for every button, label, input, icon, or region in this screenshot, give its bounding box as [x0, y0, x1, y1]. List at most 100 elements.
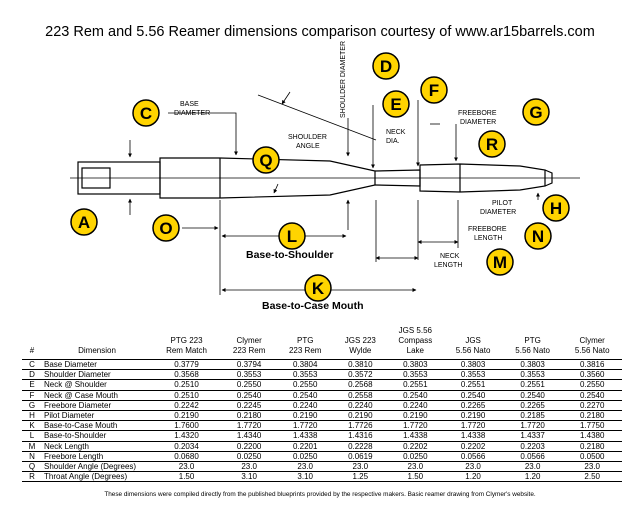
row-value: 1.7750 [562, 420, 622, 432]
row-value: 0.2242 [152, 400, 222, 412]
row-value: 1.4337 [502, 430, 563, 442]
shoulder-angle-label-2: ANGLE [296, 143, 320, 150]
row-value: 0.2190 [387, 410, 444, 422]
neck-dia-label-2: DIA. [386, 138, 400, 145]
row-value: 1.4380 [562, 430, 622, 442]
svg-text:K: K [312, 279, 325, 298]
row-value: 23.0 [277, 461, 334, 473]
neck-length-label-1: NECK [440, 253, 460, 260]
row-value: 0.2551 [443, 379, 503, 391]
row-value: 0.3568 [152, 369, 222, 381]
row-value: 1.7600 [152, 420, 222, 432]
row-value: 0.3794 [221, 358, 278, 371]
neck-length-label-2: LENGTH [434, 262, 462, 269]
bubble-f: F [420, 76, 448, 104]
row-value: 0.2201 [277, 441, 334, 452]
row-value: 0.2550 [221, 379, 278, 391]
column-header-line-2: 5.56 Nato [574, 346, 610, 355]
row-value: 0.3553 [443, 369, 503, 381]
row-value: 1.20 [443, 471, 503, 483]
svg-text:Q: Q [259, 151, 272, 170]
column-header: Dimension [42, 326, 152, 360]
row-dimension: Shoulder Angle (Degrees) [42, 461, 152, 473]
row-value: 0.3553 [221, 369, 278, 381]
row-value: 3.10 [277, 471, 334, 483]
row-value: 23.0 [443, 461, 503, 473]
row-value: 1.7720 [387, 420, 444, 432]
row-value: 0.0566 [502, 451, 563, 463]
row-value: 0.2190 [333, 410, 388, 422]
pilot-diameter-label-1: PILOT [492, 200, 513, 207]
svg-text:D: D [380, 57, 392, 76]
shoulder-angle-label-1: SHOULDER [288, 134, 327, 141]
row-value: 0.2200 [221, 441, 278, 452]
row-letter: Q [22, 461, 42, 473]
svg-text:E: E [390, 95, 401, 114]
row-value: 0.0566 [443, 451, 503, 463]
row-value: 23.0 [333, 461, 388, 473]
row-value: 0.2190 [152, 410, 222, 422]
row-letter: D [22, 369, 42, 381]
row-value: 0.0619 [333, 451, 388, 463]
row-value: 0.0250 [277, 451, 334, 463]
row-value: 0.3803 [443, 358, 503, 371]
row-value: 0.2228 [333, 441, 388, 452]
row-value: 0.3810 [333, 358, 388, 371]
row-dimension: Neck Length [42, 441, 152, 452]
bubble-l: L [278, 222, 306, 250]
row-value: 1.50 [152, 471, 222, 483]
row-letter: N [22, 451, 42, 463]
row-value: 0.3804 [277, 358, 334, 371]
row-value: 0.2270 [562, 400, 622, 412]
freebore-diameter-label-1: FREEBORE [458, 110, 497, 117]
row-letter: C [22, 358, 42, 371]
row-value: 0.2180 [221, 410, 278, 422]
row-value: 1.25 [333, 471, 388, 483]
row-dimension: Shoulder Diameter [42, 369, 152, 381]
row-letter: K [22, 420, 42, 432]
svg-text:H: H [550, 199, 562, 218]
row-value: 1.4316 [333, 430, 388, 442]
row-value: 0.3560 [562, 369, 622, 381]
svg-text:L: L [287, 227, 297, 246]
svg-text:R: R [486, 135, 498, 154]
row-dimension: Base-to-Case Mouth [42, 420, 152, 432]
bubble-n: N [524, 222, 552, 250]
row-letter: G [22, 400, 42, 412]
bubble-a: A [70, 208, 98, 236]
row-value: 1.4338 [387, 430, 444, 442]
row-value: 0.2240 [387, 400, 444, 412]
row-dimension: Throat Angle (Degrees) [42, 471, 152, 483]
row-value: 0.0250 [387, 451, 444, 463]
row-value: 0.0680 [152, 451, 222, 463]
row-value: 2.50 [562, 471, 622, 483]
row-value: 0.2550 [277, 379, 334, 391]
bubble-e: E [382, 90, 410, 118]
svg-text:N: N [532, 227, 544, 246]
row-value: 23.0 [387, 461, 444, 473]
diagram-labels: BASE DIAMETER SHOULDER DIAMETER SHOULDER… [174, 41, 516, 312]
row-letter: F [22, 390, 42, 401]
row-dimension: Freebore Diameter [42, 400, 152, 412]
row-value: 0.3803 [387, 358, 444, 371]
row-value: 0.3572 [333, 369, 388, 381]
column-header-line-2: Wylde [349, 346, 372, 355]
row-dimension: Neck @ Case Mouth [42, 390, 152, 401]
column-header-line-1: PTG 223 [170, 336, 203, 345]
row-value: 1.7720 [443, 420, 503, 432]
row-value: 23.0 [502, 461, 563, 473]
row-dimension: Base-to-Shoulder [42, 430, 152, 442]
row-value: 0.3816 [562, 358, 622, 371]
freebore-length-label-2: LENGTH [474, 235, 502, 242]
letter-bubbles: C D E F G R Q A [70, 52, 570, 302]
row-dimension: Base Diameter [42, 358, 152, 371]
